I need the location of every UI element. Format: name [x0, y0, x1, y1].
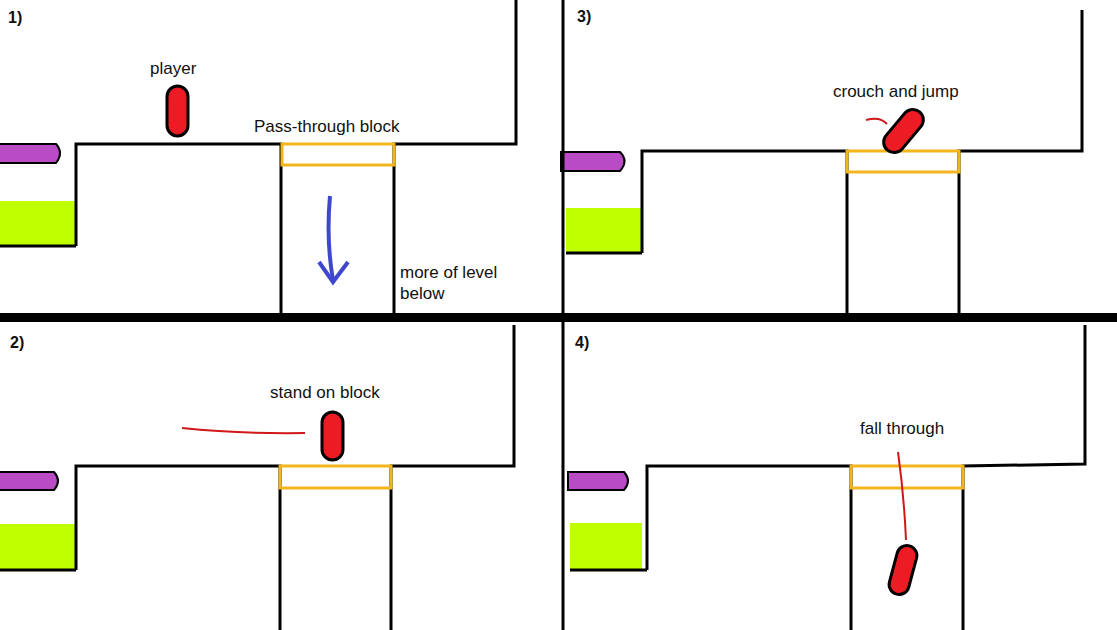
panel-number: 2) — [10, 333, 24, 353]
panel-number: 1) — [8, 8, 22, 28]
action-label: stand on block — [270, 382, 380, 403]
panel-number: 4) — [575, 333, 589, 353]
note-label: more of level below — [400, 262, 520, 305]
block-label: Pass-through block — [254, 116, 400, 137]
player-label: player — [150, 58, 196, 79]
action-label: fall through — [860, 418, 944, 439]
action-label: crouch and jump — [833, 81, 959, 102]
panel-number: 3) — [577, 7, 591, 27]
